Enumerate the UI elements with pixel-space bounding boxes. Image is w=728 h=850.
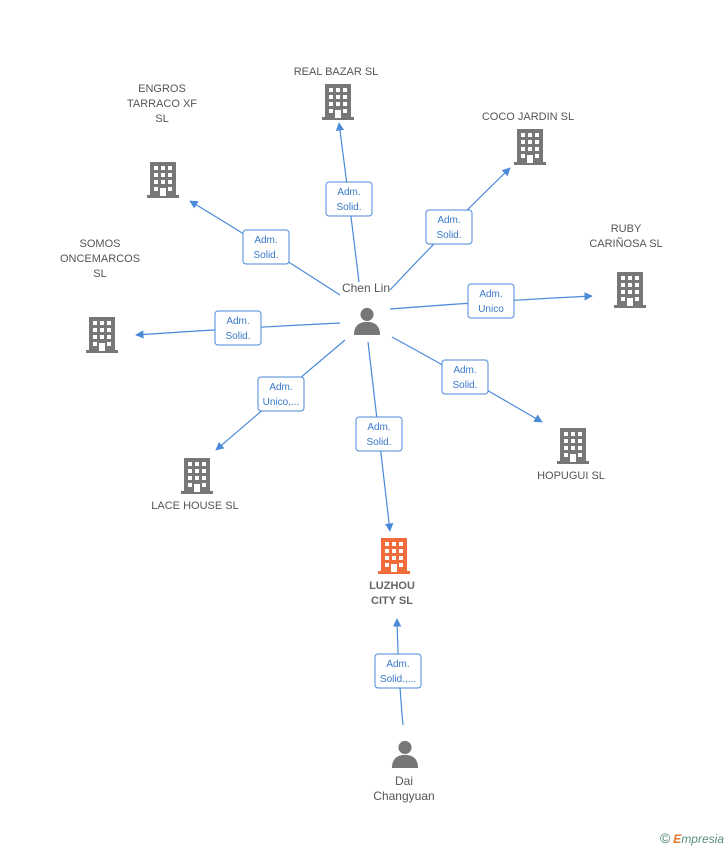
somos-label: SOMOS	[80, 238, 121, 250]
dai-label: Changyuan	[373, 789, 434, 803]
relation-label-text: Unico	[478, 304, 504, 315]
relation-label-dai-luzhou[interactable]: Adm. Solid.,...	[374, 653, 422, 689]
brand-initial: E	[673, 832, 682, 846]
relation-label-box	[425, 209, 473, 245]
relation-label-box	[242, 229, 290, 265]
relation-label-chen-ruby[interactable]: Adm. Unico	[467, 283, 515, 319]
engros-label: SL	[155, 113, 168, 125]
relation-label-box	[374, 653, 422, 689]
chen-label: Chen Lin	[342, 281, 390, 295]
relation-label-chen-coco[interactable]: Adm. Solid.	[425, 209, 473, 245]
building-icon[interactable]	[514, 129, 546, 165]
relation-label-text: Adm.	[386, 659, 409, 670]
relation-label-box	[441, 359, 489, 395]
real_bazar-label: REAL BAZAR SL	[294, 66, 379, 78]
relation-label-text: Solid.	[336, 202, 361, 213]
relation-label-text: Adm.	[269, 382, 292, 393]
relation-label-text: Solid.	[253, 250, 278, 261]
relation-label-chen-hopugui[interactable]: Adm. Solid.	[441, 359, 489, 395]
relation-label-text: Adm.	[479, 289, 502, 300]
building-icon-highlighted[interactable]	[378, 538, 410, 574]
relation-label-text: Adm.	[254, 235, 277, 246]
relation-label-text: Adm.	[367, 422, 390, 433]
engros-label: ENGROS	[138, 83, 186, 95]
relation-label-box	[355, 416, 403, 452]
ruby-label: CARIÑOSA SL	[589, 237, 662, 250]
relation-label-box	[325, 181, 373, 217]
engros-label: TARRACO XF	[127, 98, 197, 110]
relation-label-text: Solid.,...	[380, 674, 416, 685]
luzhou-label: CITY SL	[371, 595, 413, 607]
relation-label-box	[467, 283, 515, 319]
relation-label-box	[257, 376, 305, 412]
relation-label-chen-luzhou[interactable]: Adm. Solid.	[355, 416, 403, 452]
copyright-icon: ©	[659, 830, 671, 846]
somos-label: ONCEMARCOS	[60, 253, 140, 265]
hopugui-label: HOPUGUI SL	[537, 470, 605, 482]
somos-label: SL	[93, 268, 106, 280]
person-icon[interactable]	[391, 740, 419, 768]
building-icon[interactable]	[181, 458, 213, 494]
relation-label-chen-engros[interactable]: Adm. Solid.	[242, 229, 290, 265]
relation-label-text: Unico,...	[263, 397, 300, 408]
relation-label-chen-lace[interactable]: Adm. Unico,...	[257, 376, 305, 412]
dai-label: Dai	[395, 774, 413, 788]
luzhou-label: LUZHOU	[369, 580, 415, 592]
relation-label-text: Adm.	[226, 316, 249, 327]
relation-label-box	[214, 310, 262, 346]
building-icon[interactable]	[614, 272, 646, 308]
empresia-watermark: ©Empresia	[660, 830, 724, 846]
relation-label-text: Adm.	[453, 365, 476, 376]
building-icon[interactable]	[322, 84, 354, 120]
relation-label-chen-real_bazar[interactable]: Adm. Solid.	[325, 181, 373, 217]
relation-label-text: Solid.	[436, 230, 461, 241]
building-icon[interactable]	[557, 428, 589, 464]
relation-label-text: Solid.	[366, 437, 391, 448]
building-icon[interactable]	[147, 162, 179, 198]
building-icon[interactable]	[86, 317, 118, 353]
ruby-label: RUBY	[611, 223, 642, 235]
relation-label-text: Solid.	[225, 331, 250, 342]
lace-label: LACE HOUSE SL	[151, 500, 238, 512]
relation-label-chen-somos[interactable]: Adm. Solid.	[214, 310, 262, 346]
brand-name: mpresia	[681, 832, 724, 846]
relation-label-text: Solid.	[452, 380, 477, 391]
coco-label: COCO JARDIN SL	[482, 111, 574, 123]
person-icon[interactable]	[353, 307, 381, 335]
relation-label-text: Adm.	[437, 215, 460, 226]
relation-label-text: Adm.	[337, 187, 360, 198]
